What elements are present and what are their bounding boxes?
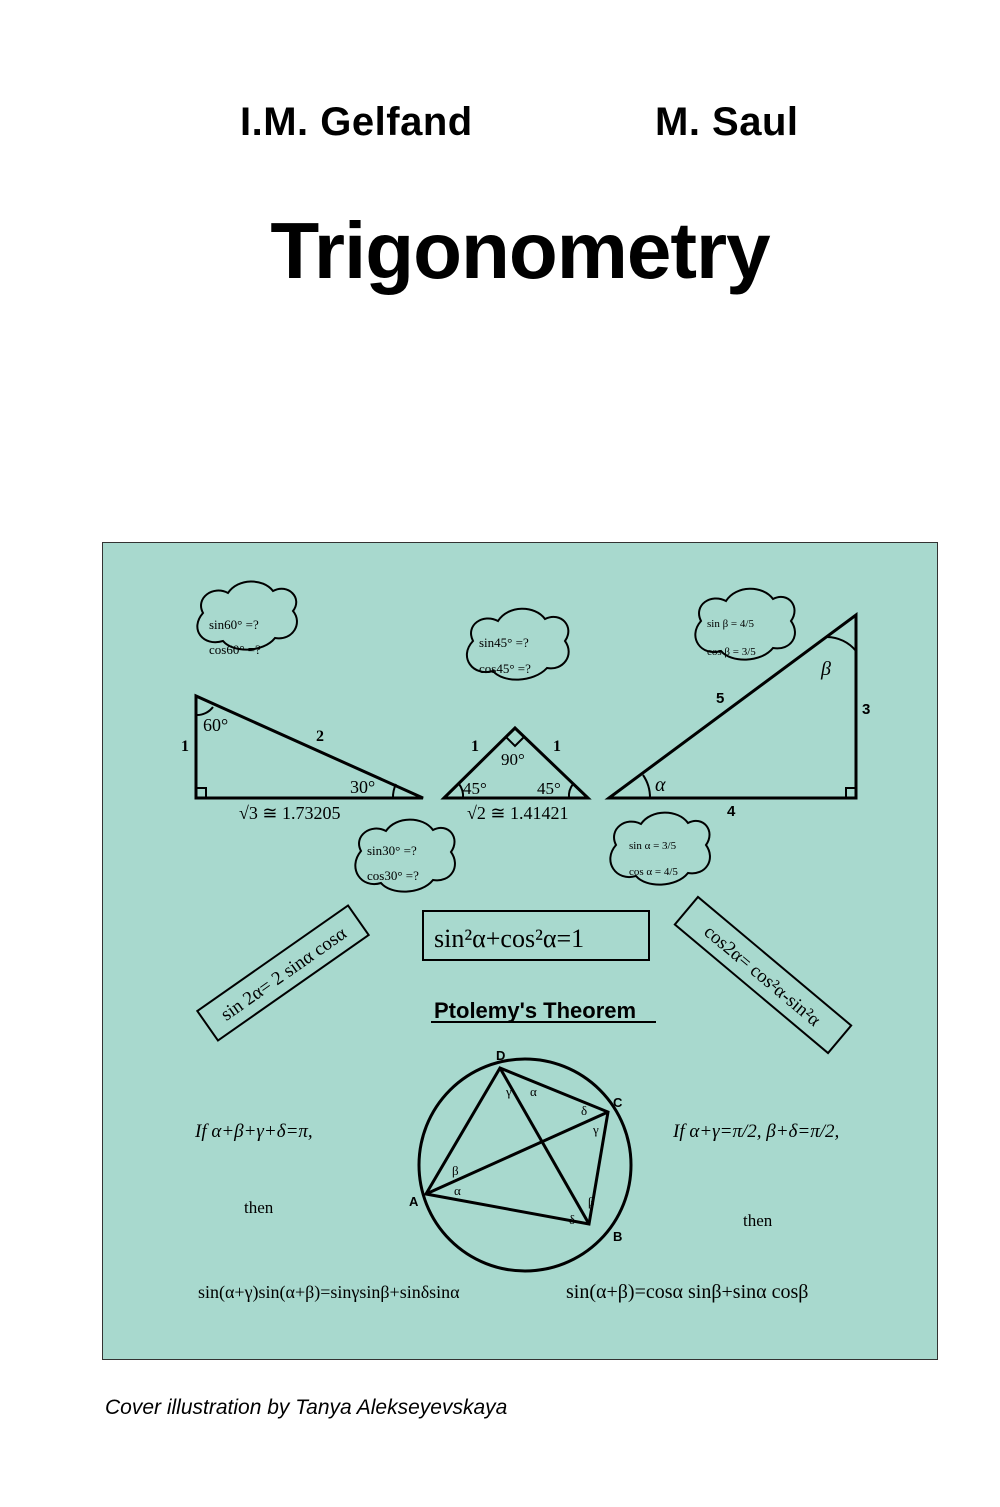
cloud-30-line2: cos30° =?: [367, 868, 419, 883]
triangle-30-60-90: [194, 693, 424, 800]
illustration-credit: Cover illustration by Tanya Alekseyevska…: [105, 1396, 508, 1419]
then-left: then: [244, 1198, 274, 1217]
identity-cos2: cos2α= cos²α-sin²α: [700, 921, 825, 1031]
condition-right: If α+γ=π/2, β+δ=π/2,: [672, 1121, 839, 1142]
tri1-angle-top: 60°: [203, 715, 228, 735]
tri2-base: √2 ≅ 1.41421: [467, 803, 568, 823]
angle-b-beta: β: [588, 1194, 595, 1209]
identity-main: sin²α+cos²α=1: [434, 924, 584, 953]
cover-illustration-panel: sin60° =? cos60° =? sin45° =? cos45° =? …: [102, 542, 938, 1360]
tri3-base: 4: [727, 803, 736, 820]
point-c: C: [613, 1095, 623, 1110]
thought-clouds: [196, 580, 796, 893]
ptolemy-heading: Ptolemy's Theorem: [434, 998, 636, 1023]
angle-d-gamma: γ: [505, 1084, 512, 1099]
cloud-45-line2: cos45° =?: [479, 661, 531, 676]
triangle-45-45-90: [440, 725, 592, 800]
trigonometry-illustration: sin60° =? cos60° =? sin45° =? cos45° =? …: [181, 580, 870, 1303]
cloud-beta-line1: sin β = 4/5: [707, 618, 754, 630]
tri3-side-hyp: 5: [716, 690, 724, 707]
angle-a-beta: β: [452, 1163, 459, 1178]
tri2-side-left: 1: [471, 738, 479, 755]
angle-c-gamma: γ: [592, 1122, 599, 1137]
cloud-alpha-line2: cos α = 4/5: [629, 866, 678, 878]
cyclic-quadrilateral: [423, 1066, 610, 1226]
angle-a-alpha: α: [454, 1183, 461, 1198]
author-saul: M. Saul: [655, 100, 799, 144]
tri3-angle-alpha: α: [655, 774, 666, 796]
condition-left: If α+β+γ+δ=π,: [194, 1121, 313, 1142]
tri3-angle-beta: β: [820, 658, 831, 680]
cloud-alpha-line1: sin α = 3/5: [629, 840, 677, 852]
identity-box-sin2: [195, 904, 371, 1042]
tri2-angle-left: 45°: [463, 779, 487, 798]
identity-box-cos2: [673, 895, 853, 1055]
angle-c-delta: δ: [581, 1103, 587, 1118]
identity-sin2: sin 2α= 2 sinα cosα: [217, 923, 351, 1025]
formula-right: sin(α+β)=cosα sinβ+sinα cosβ: [566, 1281, 808, 1303]
tri2-angle-right: 45°: [537, 779, 561, 798]
point-b: B: [613, 1229, 622, 1244]
tri1-side-hyp: 2: [316, 728, 324, 745]
tri1-base: √3 ≅ 1.73205: [239, 803, 340, 823]
cloud-60-line1: sin60° =?: [209, 617, 259, 632]
then-right: then: [743, 1211, 773, 1230]
tri3-side-right: 3: [862, 701, 870, 718]
point-a: A: [409, 1194, 419, 1209]
tri1-angle-right: 30°: [350, 777, 375, 797]
author-gelfand: I.M. Gelfand: [240, 100, 473, 144]
angle-b-delta: δ: [569, 1212, 575, 1227]
triangle-3-4-5: [604, 612, 858, 800]
formula-left: sin(α+γ)sin(α+β)=sinγsinβ+sinδsinα: [198, 1282, 460, 1303]
angle-d-alpha: α: [530, 1084, 537, 1099]
circumscribed-circle: [417, 1057, 633, 1273]
point-d: D: [496, 1048, 505, 1063]
cloud-45-line1: sin45° =?: [479, 635, 529, 650]
tri1-side-left: 1: [181, 738, 189, 755]
cloud-beta-line2: cos β = 3/5: [707, 646, 756, 658]
cloud-60-line2: cos60° =?: [209, 642, 261, 657]
tri2-side-right: 1: [553, 738, 561, 755]
tri2-angle-top: 90°: [501, 750, 525, 769]
book-title: Trigonometry: [270, 206, 770, 295]
cloud-30-line1: sin30° =?: [367, 843, 417, 858]
identity-box-main: [422, 910, 650, 961]
